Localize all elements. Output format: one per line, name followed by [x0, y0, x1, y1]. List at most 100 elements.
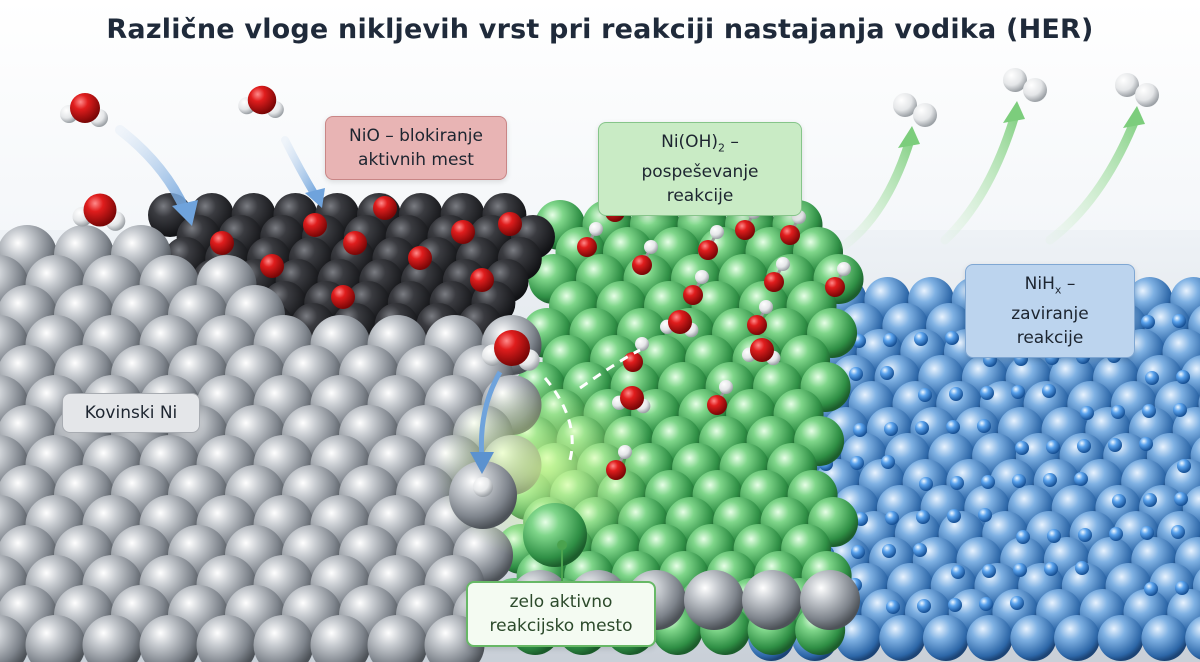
label-nioh2-formula: Ni(OH) — [661, 132, 718, 152]
hydride-atom — [1075, 561, 1089, 575]
oh-hydrogen-atom — [644, 240, 658, 254]
h2-hydrogen-atom — [913, 103, 937, 127]
hydride-atom — [1013, 563, 1027, 577]
hydride-atom — [886, 600, 900, 614]
hydride-atom — [913, 543, 927, 557]
hydride-atom — [982, 564, 996, 578]
hydride-atom — [978, 508, 992, 522]
oh-hydrogen-atom — [776, 257, 790, 271]
water-oxygen-atom — [750, 338, 774, 362]
oh-oxygen-atom — [623, 352, 643, 372]
hydride-atom — [1015, 441, 1029, 455]
hydride-atom — [979, 597, 993, 611]
h2-release-arrow-head — [1123, 106, 1145, 128]
hydride-atom — [919, 477, 933, 491]
label-nioh2-line1: Ni(OH)2 – — [613, 130, 787, 160]
h2-hydrogen-atom — [1023, 78, 1047, 102]
hydride-atom — [915, 421, 929, 435]
hydride-atom — [1012, 474, 1026, 488]
hydride-atom — [850, 456, 864, 470]
hydride-atom — [1042, 384, 1056, 398]
hydride-atom — [981, 475, 995, 489]
adsorbed-hydrogen-atom — [473, 477, 493, 497]
label-nioh2-promoting: Ni(OH)2 – pospeševanje reakcije — [598, 122, 802, 217]
hydride-atom — [1139, 437, 1153, 451]
h2-release-arrow-head — [1003, 101, 1025, 123]
h2-hydrogen-atom — [1135, 83, 1159, 107]
oh-oxygen-atom — [747, 315, 767, 335]
oh-oxygen-atom — [632, 255, 652, 275]
oh-oxygen-atom — [698, 240, 718, 260]
ni-atom — [367, 615, 428, 662]
nihx-atom — [922, 615, 969, 661]
oh-hydrogen-atom — [710, 225, 724, 239]
hydride-atom — [945, 331, 959, 345]
water-oxygen-atom — [83, 193, 117, 227]
nio-oxygen-atom — [498, 212, 522, 236]
water-oxygen-atom — [70, 93, 100, 123]
ni-atom — [25, 615, 86, 662]
hydride-atom — [853, 423, 867, 437]
nihx-atom — [1054, 615, 1101, 661]
hydride-atom — [951, 565, 965, 579]
label-nio-line1: NiO – blokiranje — [349, 126, 483, 146]
nio-oxygen-atom — [451, 220, 475, 244]
ni-atom — [684, 570, 744, 630]
hydride-atom — [917, 599, 931, 613]
label-active-site-line2: reakcijsko mesto — [489, 616, 633, 636]
water-oxygen-atom — [668, 310, 692, 334]
oh-hydrogen-atom — [635, 337, 649, 351]
ni-atom — [0, 615, 29, 662]
nihx-atom — [1141, 615, 1188, 661]
hydride-atom — [883, 333, 897, 347]
hydride-atom — [1172, 314, 1186, 328]
hydride-atom — [1044, 562, 1058, 576]
nihx-atom — [966, 615, 1013, 661]
hydride-atom — [1074, 472, 1088, 486]
oh-hydrogen-atom — [719, 380, 733, 394]
oh-oxygen-atom — [707, 395, 727, 415]
nio-oxygen-atom — [303, 213, 327, 237]
ni-atom — [742, 570, 802, 630]
hydride-atom — [1016, 530, 1030, 544]
hydride-atom — [977, 419, 991, 433]
label-nihx-dash: – — [1061, 274, 1076, 294]
h2-hydrogen-atom — [1003, 68, 1027, 92]
label-nio-blocking: NiO – blokiranje aktivnih mest — [325, 116, 507, 180]
hydride-atom — [950, 476, 964, 490]
hydride-atom — [1176, 370, 1190, 384]
hydride-atom — [947, 509, 961, 523]
hydride-atom — [1080, 406, 1094, 420]
ni-atom — [253, 615, 314, 662]
oh-oxygen-atom — [683, 285, 703, 305]
water-oxygen-atom — [494, 330, 530, 366]
label-nihx-line1: NiHx – — [980, 272, 1120, 302]
h2-hydrogen-atom — [1115, 73, 1139, 97]
adsorption-arrow — [478, 370, 503, 461]
nio-oxygen-atom — [210, 231, 234, 255]
h2-release-arrow-head — [898, 126, 920, 148]
nio-oxygen-atom — [260, 254, 284, 278]
nihx-atom — [879, 615, 926, 661]
oh-oxygen-atom — [606, 460, 626, 480]
ni-atom — [139, 615, 200, 662]
hydride-atom — [1047, 529, 1061, 543]
hydride-atom — [918, 388, 932, 402]
hydride-atom — [1078, 528, 1092, 542]
label-metallic-ni: Kovinski Ni — [62, 393, 200, 433]
hydride-atom — [914, 332, 928, 346]
hydride-atom — [916, 510, 930, 524]
label-nihx-formula: NiH — [1024, 274, 1055, 294]
oh-hydrogen-atom — [618, 445, 632, 459]
label-nioh2-subscript: 2 — [717, 141, 725, 155]
gas-phase-molecules — [60, 68, 1159, 231]
hydride-atom — [1112, 494, 1126, 508]
hydride-atom — [1077, 439, 1091, 453]
reaction-arrows — [115, 101, 1145, 474]
hydride-atom — [1175, 581, 1189, 595]
oh-oxygen-atom — [825, 277, 845, 297]
ni-atom — [196, 615, 257, 662]
label-nihx-inhibiting: NiHx – zaviranje reakcije — [965, 264, 1135, 359]
label-nioh2-dash: – — [724, 132, 739, 152]
label-nioh2-line2: pospeševanje reakcije — [641, 162, 759, 207]
